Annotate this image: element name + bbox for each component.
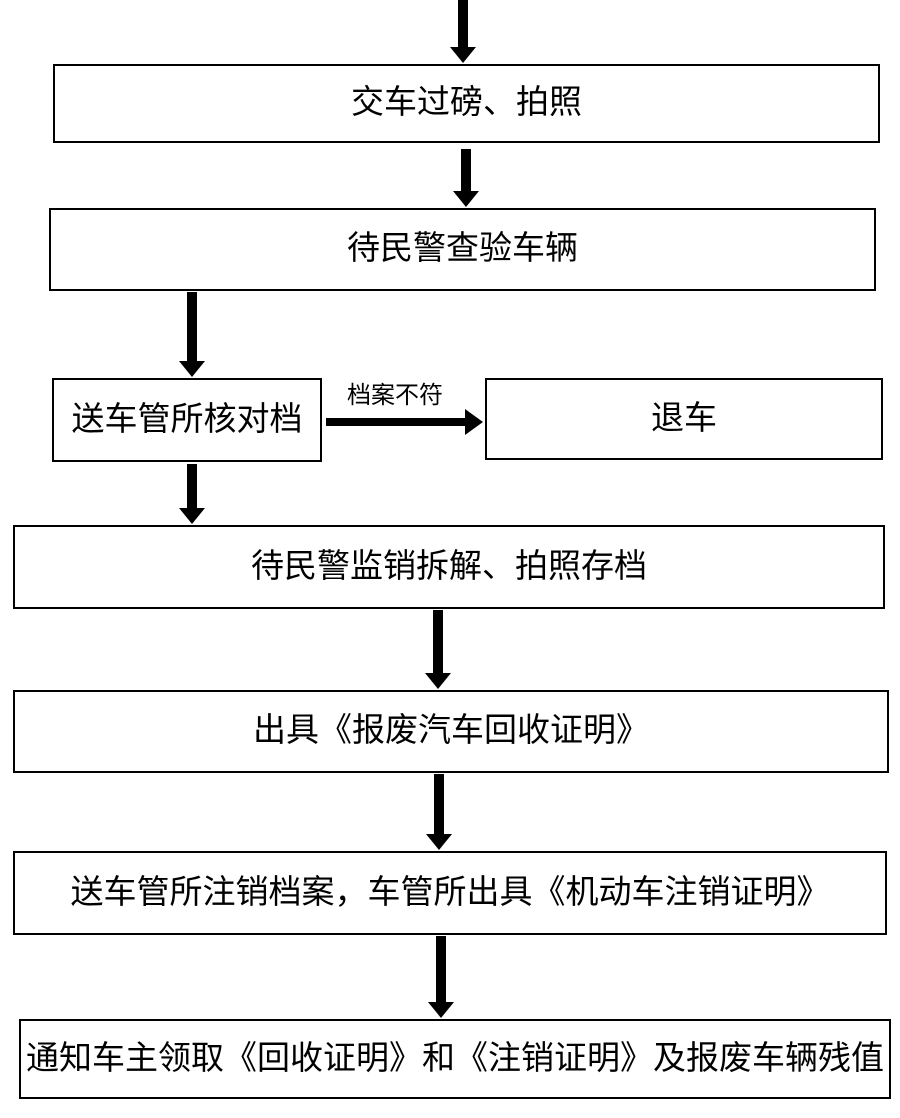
flow-node-label: 退车 [651,400,717,437]
flow-node-label: 待民警查验车辆 [347,231,578,267]
flow-node-verify-archive: 送车管所核对档 [52,378,322,462]
arrow-head [425,673,451,689]
flow-node-label: 出具《报废汽车回收证明》 [253,713,649,749]
flow-node-issue-recycle-cert: 出具《报废汽车回收证明》 [13,690,889,773]
arrow-head [428,1002,454,1018]
arrow-shaft [436,936,446,1004]
flow-node-label: 交车过磅、拍照 [351,85,582,121]
arrow-down-icon [428,936,454,1018]
arrow-shaft [458,0,468,49]
arrow-shaft [187,292,197,363]
arrow-shaft [461,149,471,193]
arrow-down-icon [179,464,205,524]
arrow-down-icon [179,292,205,377]
arrow-down-icon [450,0,476,63]
arrow-head [179,508,205,524]
flow-node-deregister-archive: 送车管所注销档案，车管所出具《机动车注销证明》 [13,851,887,935]
arrow-shaft [433,610,443,675]
arrow-head [179,361,205,377]
flow-node-police-inspect-vehicle: 待民警查验车辆 [49,208,876,291]
flow-node-deliver-weigh-photo: 交车过磅、拍照 [53,64,880,143]
arrow-shaft [434,774,444,836]
flow-node-notify-owner: 通知车主领取《回收证明》和《注销证明》及报废车辆残值 [19,1019,891,1099]
arrow-shaft [187,464,197,510]
arrow-head [465,409,483,435]
flow-node-label: 送车管所注销档案，车管所出具《机动车注销证明》 [70,874,830,911]
arrow-head [450,47,476,63]
flow-node-label: 通知车主领取《回收证明》和《注销证明》及报废车辆残值 [26,1040,884,1077]
flow-node-supervised-dismantle: 待民警监销拆解、拍照存档 [13,525,885,609]
arrow-head [426,834,452,850]
edge-label-files-mismatch: 档案不符 [347,383,443,409]
arrow-shaft [326,418,467,426]
arrow-down-icon [425,610,451,689]
arrow-down-icon [426,774,452,850]
arrow-down-icon [453,149,479,207]
arrow-right-icon [326,409,483,435]
arrow-head [453,191,479,207]
flow-node-return-vehicle: 退车 [485,378,883,460]
flow-node-label: 待民警监销拆解、拍照存档 [251,548,647,585]
flow-node-label: 送车管所核对档 [71,401,303,438]
